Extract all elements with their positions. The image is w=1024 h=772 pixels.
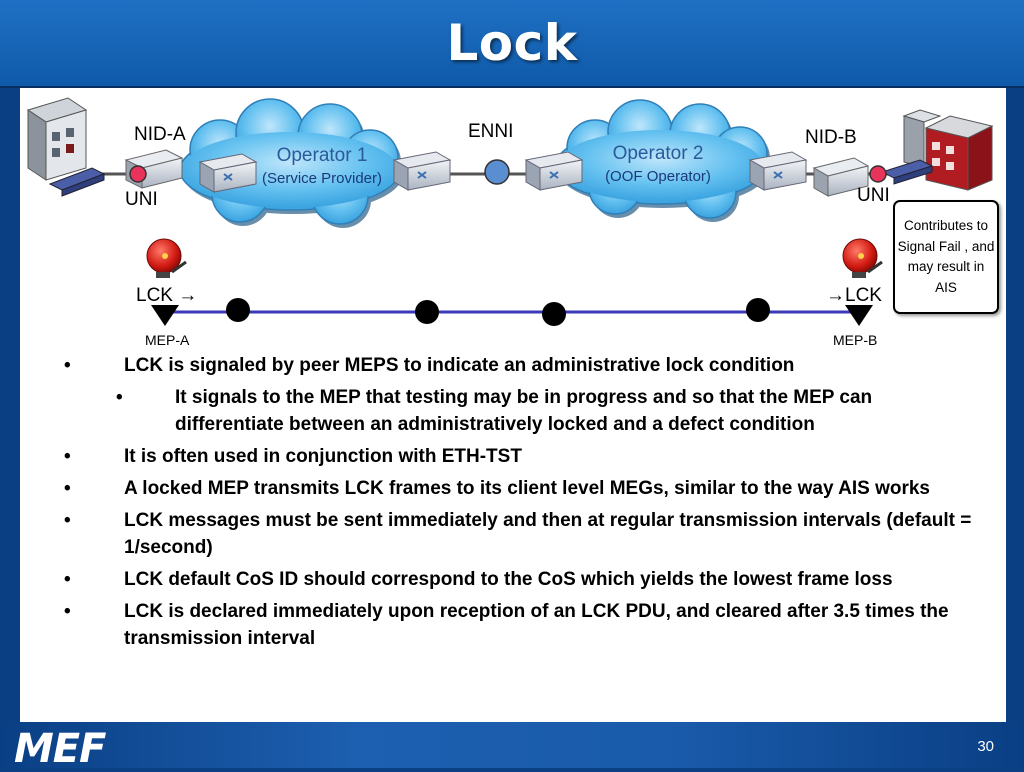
uni-a-marker — [129, 165, 147, 183]
sub-bullet-item: It signals to the MEP that testing may b… — [64, 384, 984, 438]
operator2-name: Operator 2 — [613, 143, 704, 164]
bullet-item: LCK messages must be sent immediately an… — [64, 507, 984, 561]
customer-building-right — [880, 109, 994, 191]
mep-b-label: MEP-B — [833, 332, 877, 348]
bullet-item: It is often used in conjunction with ETH… — [64, 443, 984, 470]
switch-device-3 — [524, 151, 584, 191]
operator2-role: (OOF Operator) — [605, 168, 711, 185]
customer-building-left — [26, 97, 106, 197]
slide-header: Lock — [0, 0, 1024, 88]
lck-right-label: →LCK — [826, 285, 882, 306]
uni-right-label: UNI — [857, 185, 890, 206]
alarm-bell-left-icon — [146, 238, 187, 278]
alarm-bell-right-icon — [842, 238, 883, 278]
uni-left-label: UNI — [125, 189, 158, 210]
bullet-item: LCK default CoS ID should correspond to … — [64, 566, 984, 593]
network-diagram: NID-A NID-B ENNI UNI UNI Operator 1 (Ser… — [26, 97, 994, 348]
switch-device-4 — [748, 151, 808, 191]
bullet-item: LCK is declared immediately upon recepti… — [64, 598, 984, 652]
signal-fail-callout: Contributes to Signal Fail , and may res… — [893, 200, 999, 314]
mip-dot-4 — [746, 298, 770, 322]
bullet-item: LCK is signaled by peer MEPS to indicate… — [64, 352, 984, 379]
mep-b-marker — [845, 305, 873, 326]
enni-label: ENNI — [468, 121, 513, 142]
nid-a-label: NID-A — [134, 124, 186, 145]
callout-text: Contributes to Signal Fail , and may res… — [897, 218, 995, 295]
switch-device-1 — [198, 153, 258, 193]
bullet-item: A locked MEP transmits LCK frames to its… — [64, 475, 984, 502]
lck-left-label: LCK → — [136, 285, 197, 306]
mef-logo: MEF — [14, 726, 106, 772]
uni-b-marker — [869, 165, 887, 183]
operator2-cloud — [554, 99, 770, 222]
mep-a-marker — [151, 305, 179, 326]
page-number: 30 — [977, 738, 994, 755]
nid-b-label: NID-B — [805, 127, 857, 148]
mep-a-label: MEP-A — [145, 332, 190, 348]
mip-dot-3 — [542, 302, 566, 326]
enni-marker — [484, 159, 510, 185]
mip-dot-2 — [415, 300, 439, 324]
operator1-name: Operator 1 — [277, 145, 368, 166]
mip-dot-1 — [226, 298, 250, 322]
slide-footer: MEF 30 — [0, 722, 1024, 772]
operator1-role: (Service Provider) — [262, 170, 382, 187]
nid-b-device — [812, 157, 870, 197]
slide-content: NID-A NID-B ENNI UNI UNI Operator 1 (Ser… — [20, 88, 1006, 722]
switch-device-2 — [392, 151, 452, 191]
bullet-list: LCK is signaled by peer MEPS to indicate… — [64, 352, 984, 657]
operator1-cloud — [179, 98, 403, 228]
slide-title: Lock — [446, 14, 578, 72]
